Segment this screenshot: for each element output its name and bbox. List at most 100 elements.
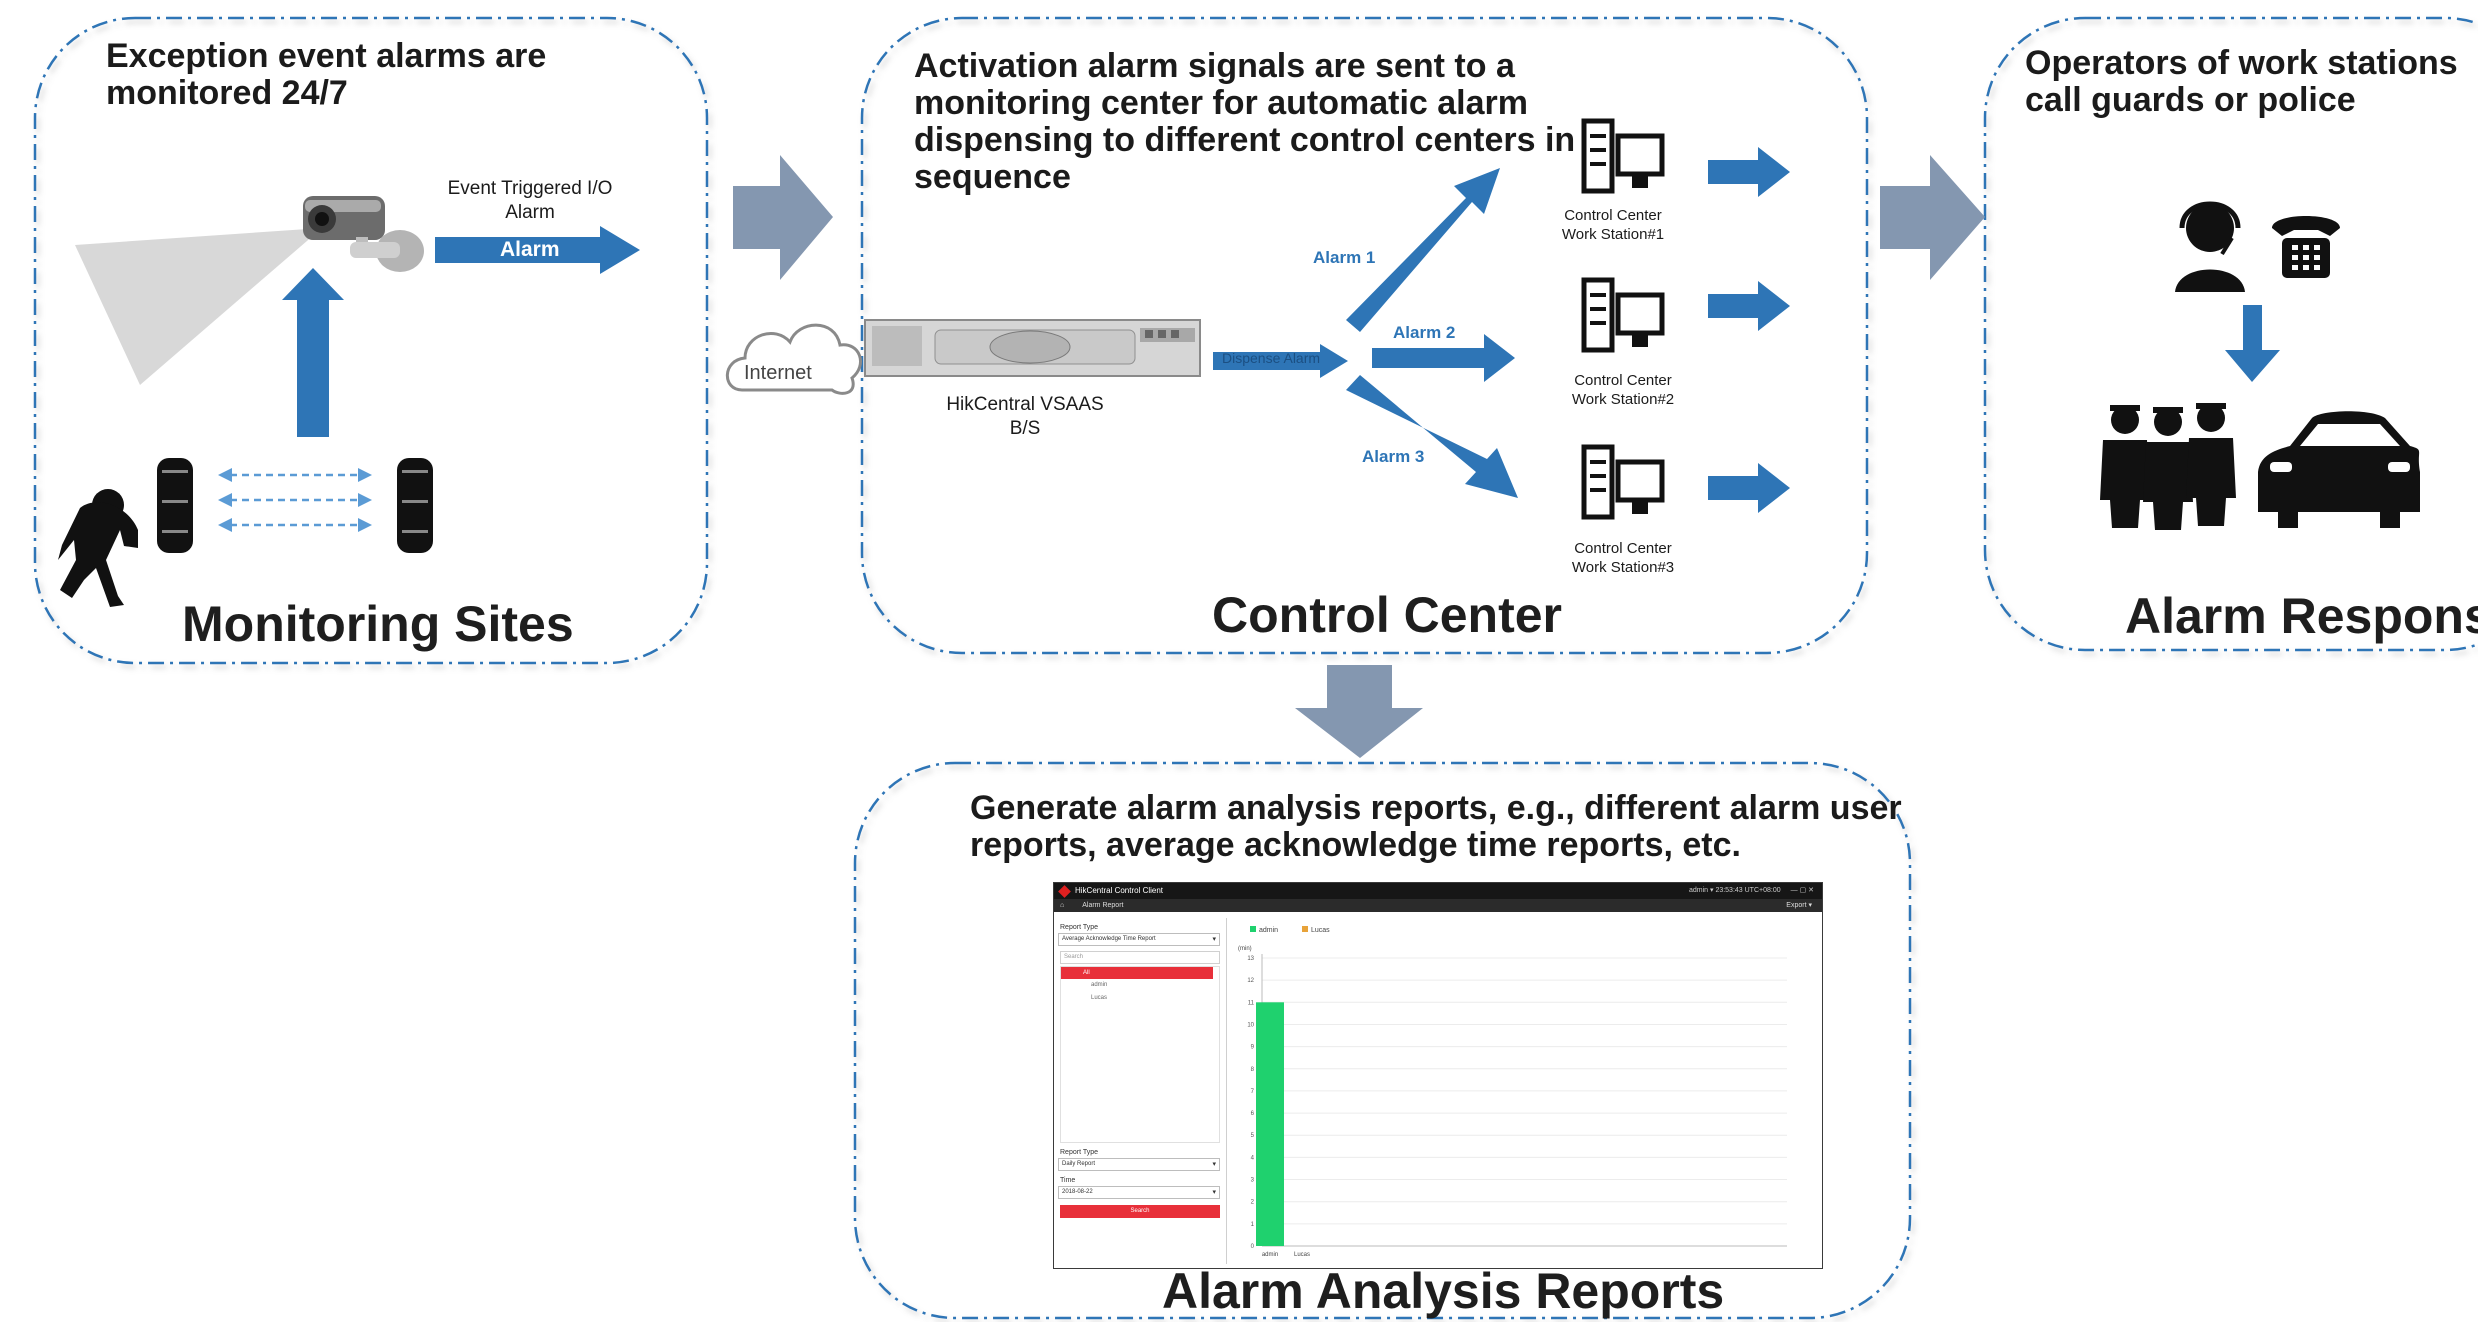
- alarm-1-arrow: [1346, 168, 1500, 332]
- report-type-select[interactable]: Average Acknowledge Time Report: [1058, 933, 1220, 946]
- legend-swatch-admin: [1250, 926, 1256, 932]
- time-field[interactable]: 2018-08-22: [1058, 1186, 1220, 1199]
- y-tick-label: 13: [1247, 956, 1254, 962]
- alarm-response-title: Alarm Response: [2125, 588, 2478, 644]
- alarm-arrow-label: Alarm: [500, 238, 560, 261]
- y-tick-label: 0: [1251, 1244, 1255, 1250]
- dispense-alarm-label: Dispense Alarm: [1222, 350, 1321, 366]
- flow-arrow-right-2: [1880, 155, 1985, 280]
- export-button[interactable]: Export ▾: [1786, 902, 1812, 909]
- tab-alarm-report[interactable]: Alarm Report: [1082, 902, 1124, 909]
- workstation-2-label: Control Center Work Station#2: [1571, 372, 1675, 408]
- ws2-out-arrow: [1708, 281, 1790, 331]
- ws1-out-arrow: [1708, 147, 1790, 197]
- control-center-frame: [860, 16, 1869, 655]
- legend-label-admin: admin: [1259, 927, 1278, 934]
- y-tick-label: 11: [1248, 1000, 1255, 1006]
- user-tree: All admin Lucas: [1060, 966, 1220, 1143]
- alarm-response-frame: [1983, 16, 2478, 652]
- client-app-title: HikCentral Control Client: [1075, 886, 1164, 895]
- tree-item-admin[interactable]: admin: [1091, 982, 1108, 988]
- legend-swatch-lucas: [1302, 926, 1308, 932]
- event-alarm-arrow: [435, 226, 640, 274]
- user-search-input[interactable]: Search: [1060, 951, 1220, 964]
- y-tick-label: 10: [1247, 1022, 1254, 1028]
- y-tick-label: 5: [1251, 1133, 1255, 1139]
- workstation-1-icon: [1581, 118, 1665, 194]
- alarm-3-arrow: [1346, 375, 1518, 498]
- workstation-2-icon: [1581, 277, 1665, 353]
- y-tick-label: 3: [1251, 1178, 1255, 1184]
- report-filter-panel: Report Type Average Acknowledge Time Rep…: [1058, 918, 1227, 1264]
- client-tab-bar: ⌂ Alarm Report Export ▾: [1054, 899, 1822, 912]
- tree-item-lucas[interactable]: Lucas: [1091, 995, 1108, 1001]
- alarm-2-label: Alarm 2: [1393, 323, 1456, 342]
- workstation-3-label: Control Center Work Station#3: [1571, 540, 1675, 576]
- guards-icon: [2100, 403, 2236, 530]
- reports-description: Generate alarm analysis reports, e.g., d…: [970, 789, 1902, 864]
- hikcentral-logo-icon: [1058, 884, 1071, 898]
- camera-view-cone: [75, 228, 322, 385]
- alarm-1-label: Alarm 1: [1313, 248, 1376, 267]
- window-controls-icon[interactable]: — ▢ ✕: [1790, 887, 1814, 894]
- alarm-reports-title: Alarm Analysis Reports: [1162, 1263, 1725, 1319]
- x-tick-label-admin: admin: [1262, 1252, 1278, 1258]
- tree-item-all[interactable]: All: [1061, 967, 1213, 979]
- dispatch-down-arrow: [2225, 305, 2280, 382]
- io-alarm-label: I/O Alarm: [255, 297, 278, 390]
- control-center-title: Control Center: [1212, 587, 1562, 643]
- y-tick-label: 8: [1251, 1067, 1255, 1073]
- monitoring-sites-title: Monitoring Sites: [182, 596, 574, 652]
- workstation-3-icon: [1581, 444, 1665, 520]
- alarm-2-arrow: [1372, 334, 1515, 382]
- bar-admin-admin: [1256, 1002, 1284, 1246]
- intruder-icon: [58, 489, 138, 607]
- monitoring-sites-frame: [33, 16, 709, 665]
- beam-detector-right: [397, 458, 433, 553]
- workstation-1-label: Control Center Work Station#1: [1561, 207, 1665, 243]
- period-label: Report Type: [1060, 1149, 1099, 1156]
- flow-arrow-down: [1295, 665, 1423, 758]
- y-tick-label: 7: [1251, 1089, 1255, 1095]
- control-client-window: HikCentral Control Client admin ▾ 23:53:…: [1053, 882, 1823, 1269]
- flow-arrow-right-1: [733, 155, 833, 280]
- internet-cloud-icon: [725, 323, 862, 395]
- server-label: HikCentral VSAAS B/S: [946, 394, 1104, 439]
- y-tick-label: 1: [1251, 1222, 1255, 1228]
- client-title-bar: HikCentral Control Client admin ▾ 23:53:…: [1054, 883, 1822, 899]
- y-axis-unit: (min): [1238, 946, 1252, 952]
- report-type-label: Report Type: [1060, 924, 1099, 931]
- client-status: admin ▾ 23:53:43 UTC+08:00: [1688, 887, 1781, 894]
- police-car-icon: [2258, 411, 2420, 528]
- beam-detector-left: [157, 458, 193, 553]
- alarm-3-label: Alarm 3: [1362, 447, 1425, 466]
- internet-label: Internet: [744, 362, 812, 384]
- x-tick-label-lucas: Lucas: [1294, 1252, 1310, 1258]
- alarm-reports-frame: [853, 761, 1912, 1320]
- control-description: Activation alarm signals are sent to a m…: [914, 47, 1576, 196]
- ws3-out-arrow: [1708, 463, 1790, 513]
- time-label: Time: [1060, 1177, 1076, 1184]
- y-tick-label: 6: [1251, 1111, 1255, 1117]
- y-tick-label: 12: [1247, 978, 1254, 984]
- infrared-beams: [218, 468, 372, 532]
- home-icon[interactable]: ⌂: [1060, 902, 1065, 909]
- y-tick-label: 2: [1251, 1200, 1255, 1206]
- period-select[interactable]: Daily Report: [1058, 1158, 1220, 1171]
- y-tick-label: 9: [1251, 1045, 1255, 1051]
- dispense-alarm-arrow: [1213, 344, 1348, 378]
- operator-headset-icon: [2175, 201, 2245, 292]
- event-triggered-label: Event Triggered I/O Alarm: [447, 178, 613, 223]
- y-tick-label: 4: [1251, 1155, 1255, 1161]
- io-alarm-arrow: [282, 268, 344, 437]
- camera-icon: [303, 196, 424, 272]
- server-rack-icon: [864, 319, 1201, 377]
- telephone-icon: [2272, 216, 2340, 278]
- legend-label-lucas: Lucas: [1311, 927, 1330, 934]
- search-button[interactable]: Search: [1060, 1205, 1220, 1218]
- response-description: Operators of work stations call guards o…: [2025, 44, 2458, 119]
- monitoring-description: Exception event alarms are monitored 24/…: [106, 37, 547, 112]
